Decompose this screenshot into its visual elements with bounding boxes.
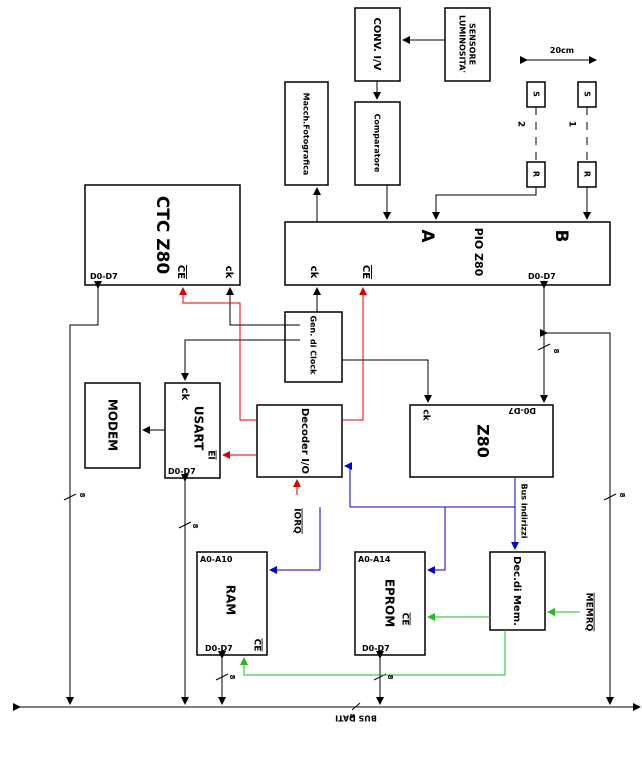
z80-title: Z80 — [474, 424, 493, 458]
sensore-line2: LUMINOSITA' — [458, 15, 467, 73]
eprom-addr: A0-A14 — [358, 555, 391, 564]
pio-title: PIO Z80 — [472, 228, 485, 277]
ram-block — [196, 551, 268, 656]
bus-width-label: 8 — [78, 493, 86, 498]
eprom-title: EPROM — [383, 579, 397, 627]
pio-ce: CE — [360, 265, 371, 279]
black-connections — [13, 36, 641, 711]
decoder-io-block — [256, 404, 343, 478]
usart-ck: ck — [179, 388, 190, 401]
bus-width-label: 8 — [552, 349, 560, 354]
modem-title: MODEM — [106, 399, 120, 451]
memrq-label: MEMRQ — [584, 593, 594, 632]
decoder-io-title: Decoder I/O — [299, 408, 310, 474]
s1-label: S — [583, 91, 592, 97]
sensore-line1: SENSORE — [468, 23, 477, 65]
ctc-ck: ck — [223, 266, 234, 279]
comparatore-block — [354, 101, 401, 186]
eprom-d0d7: D0-D7 — [362, 644, 390, 653]
bus-width-label: 8 — [386, 675, 394, 680]
iorq-label: IORQ — [292, 508, 302, 534]
comparatore-title: Comparatore — [373, 114, 382, 173]
pio-b: B — [551, 230, 571, 243]
macch-block — [284, 81, 329, 186]
conv-title: CONV. I/V — [371, 17, 382, 70]
dec-mem-title: Dec.di Mem. — [511, 556, 522, 626]
z80-d0d7: D0-D7 — [508, 406, 536, 415]
s2-label: S — [532, 91, 541, 97]
bus-width-label: 8 — [228, 675, 236, 680]
eprom-ce: CE — [400, 613, 410, 626]
blue-connections — [269, 462, 519, 574]
usart-title: USART — [192, 406, 206, 451]
pio-ck: ck — [308, 266, 319, 279]
usart-ei: EI — [206, 450, 216, 460]
ctc-title: CTC Z80 — [152, 196, 172, 275]
sensore-block — [444, 7, 491, 82]
ram-ce: CE — [252, 639, 262, 652]
ram-title: RAM — [224, 585, 238, 615]
pio-d0d7: D0-D7 — [528, 272, 556, 281]
z80-ck: ck — [421, 409, 431, 421]
r1-label: R — [583, 171, 592, 177]
red-connections — [179, 287, 367, 495]
ctc-ce: CE — [175, 265, 186, 279]
r2-label: R — [532, 171, 541, 177]
usart-d0d7: D0-D7 — [168, 467, 196, 476]
bus-width-label: 8 — [191, 524, 199, 529]
num-1-label: 1 — [567, 121, 577, 127]
gen-clock-title: Gen. di Clock — [309, 316, 318, 376]
ram-d0d7: D0-D7 — [205, 644, 233, 653]
macch-title: Macch.Fotografica — [302, 93, 311, 176]
distance-label: 20cm — [550, 46, 574, 55]
eprom-block — [354, 551, 426, 656]
pio-block — [284, 221, 611, 286]
bus-width-label: 8 — [618, 493, 626, 498]
ctc-d0d7: D0-D7 — [90, 272, 118, 281]
ram-addr: A0-A10 — [200, 555, 233, 564]
ctc-block — [84, 184, 241, 286]
num-2-label: 2 — [516, 121, 526, 127]
green-connections — [240, 608, 580, 676]
bus-dati-label: BUS DATI — [335, 714, 377, 723]
bus-width-label: 8 — [348, 714, 356, 719]
bus-indirizzi-label: Bus indirizzi — [520, 484, 529, 539]
pio-a: A — [417, 229, 437, 243]
gen-clock-block — [284, 311, 343, 383]
